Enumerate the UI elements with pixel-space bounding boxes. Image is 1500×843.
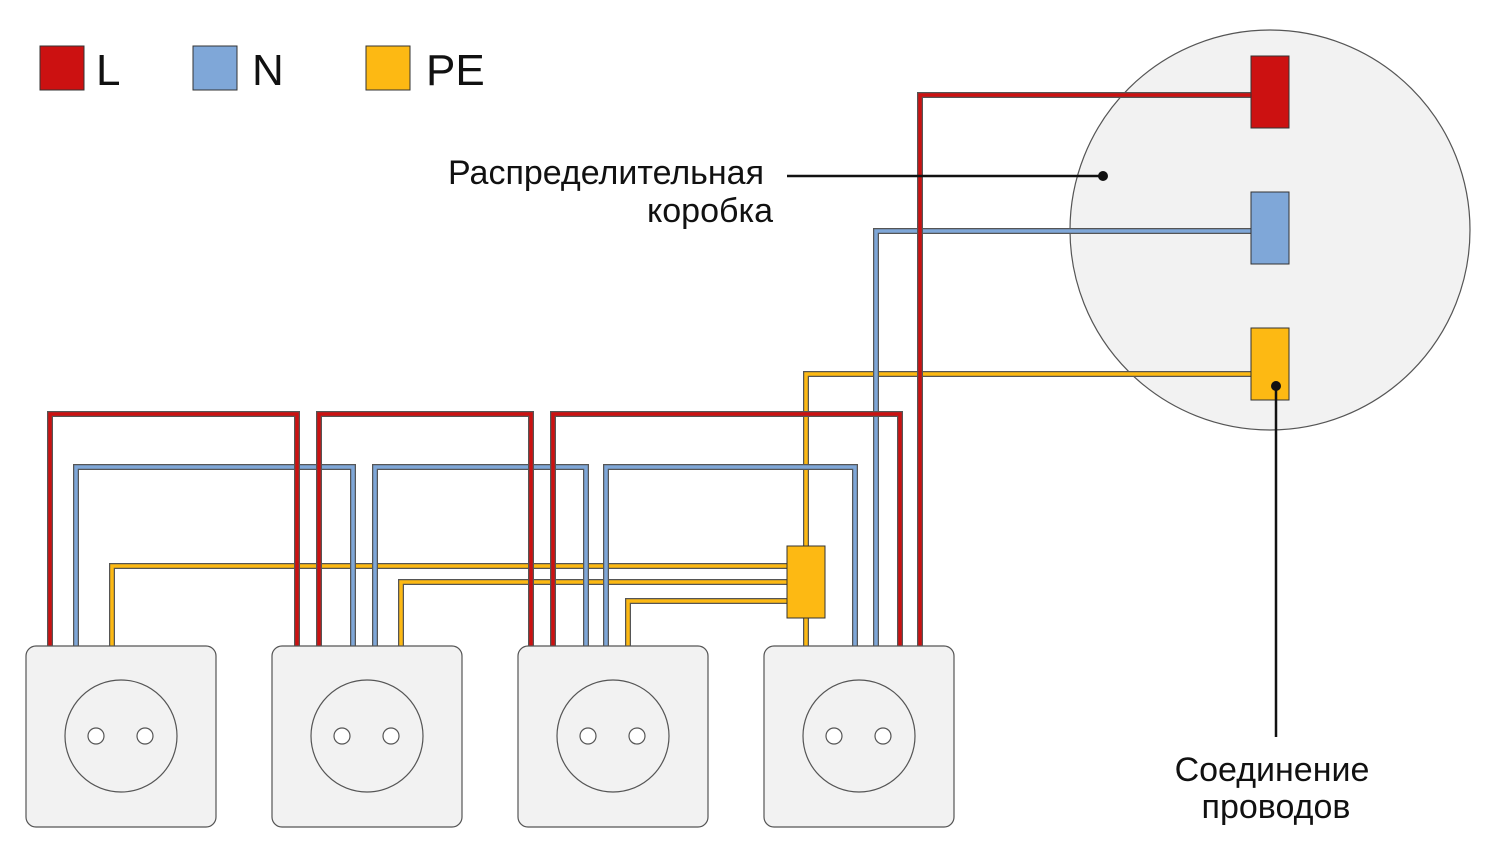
callout-wire-connection-line2: проводов — [1202, 788, 1351, 826]
callout-junction-box: Распределительная коробка — [448, 154, 1108, 230]
socket-3-hole-right — [628, 727, 646, 745]
l-wires — [47, 92, 1255, 647]
callout-wire-connection-line1: Соединение — [1175, 751, 1370, 789]
socket-2 — [271, 645, 463, 828]
terminal-pe — [1250, 327, 1290, 401]
pe-wire-socket-3 — [625, 598, 790, 647]
pe-wires — [109, 371, 1255, 647]
legend-label-n: N — [252, 46, 284, 95]
socket-2-hole-left — [333, 727, 351, 745]
socket-1-hole-right — [136, 727, 154, 745]
terminal-n — [1250, 191, 1290, 265]
callout-junction-box-line2: коробка — [647, 192, 773, 230]
legend-swatch-pe — [365, 45, 411, 91]
callout-wire-connection: Соединение проводов — [1175, 381, 1370, 826]
pe-wire-socket-1 — [109, 563, 790, 647]
sockets — [25, 645, 955, 828]
socket-4-hole-left — [825, 727, 843, 745]
pe-wire-socket-2 — [398, 579, 790, 647]
legend-swatch-n — [192, 45, 238, 91]
l-wire-socket-1-2 — [47, 411, 300, 647]
n-wire-socket-1-2 — [73, 464, 356, 647]
socket-4-face — [802, 679, 916, 793]
socket-3 — [517, 645, 709, 828]
n-wires — [73, 228, 1255, 647]
wires — [47, 92, 1255, 647]
legend-label-l: L — [96, 46, 120, 95]
socket-4 — [763, 645, 955, 828]
socket-3-hole-left — [579, 727, 597, 745]
callout-junction-box-dot — [1098, 171, 1108, 181]
socket-2-hole-right — [382, 727, 400, 745]
pe-connector-block — [786, 545, 826, 619]
callout-wire-connection-dot — [1271, 381, 1281, 391]
legend-swatch-l — [39, 45, 85, 91]
legend-label-pe: PE — [426, 46, 485, 95]
socket-1 — [25, 645, 217, 828]
callout-junction-box-line1: Распределительная — [448, 154, 764, 192]
legend: L N PE — [39, 45, 485, 95]
terminal-l — [1250, 55, 1290, 129]
socket-1-face — [64, 679, 178, 793]
socket-4-hole-right — [874, 727, 892, 745]
socket-2-face — [310, 679, 424, 793]
socket-1-hole-left — [87, 727, 105, 745]
socket-3-face — [556, 679, 670, 793]
